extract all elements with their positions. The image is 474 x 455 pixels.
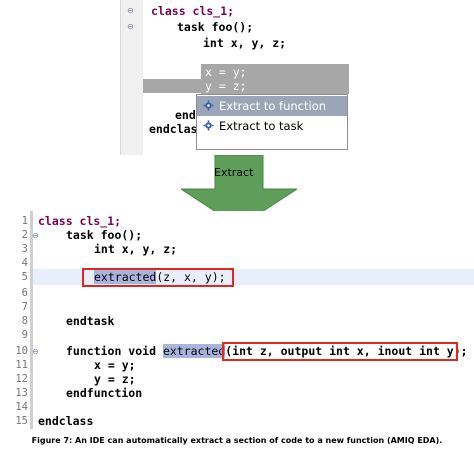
line-number: 15 [15, 415, 28, 427]
line-number: 2 [21, 229, 28, 241]
line-number: 14 [15, 401, 28, 413]
function-signature: (int z, output int x, inout int y); [225, 344, 468, 358]
figure-caption: Figure 7: An IDE can automatically extra… [31, 436, 443, 445]
code-text: class cls_1; [38, 214, 122, 228]
gutter-divider [30, 211, 33, 429]
fold-icon[interactable]: ⊖ [32, 347, 39, 356]
bottom-editor-pane: 1 2 3 4 5 6 7 8 9 10 11 12 13 14 15 ⊖ ⊖ … [10, 211, 474, 429]
code-line: function void extracted(int z, output in… [66, 344, 468, 358]
menu-item-extract-to-function[interactable]: Extract to function [197, 96, 347, 116]
extracted-call-highlight-box [82, 268, 234, 287]
line-number: 11 [15, 359, 28, 371]
line-number: 5 [21, 271, 28, 283]
code-line: class cls_1; [38, 214, 121, 228]
gear-icon [203, 120, 214, 131]
line-number: 3 [21, 243, 28, 255]
selection-highlight [201, 64, 349, 94]
code-text: task foo(); [66, 228, 143, 242]
code-line: int x, y, z; [203, 36, 286, 50]
function-keywords: function void [66, 344, 163, 358]
extracted-function-name[interactable]: extracted [162, 344, 226, 358]
menu-item-label: Extract to task [219, 119, 304, 133]
code-text: class cls_1; [151, 4, 235, 18]
code-line: int x, y, z; [94, 242, 177, 256]
extracted-function-call[interactable]: extracted [94, 270, 157, 284]
line-number: 8 [21, 315, 28, 327]
code-text: int x, y, z; [203, 36, 287, 50]
down-arrow-icon [181, 155, 297, 227]
code-line: task foo(); [177, 20, 253, 34]
signature-highlight-box [222, 342, 458, 361]
code-line: endt [175, 108, 203, 122]
code-line: x = y; [94, 358, 136, 372]
fold-icon[interactable]: ⊖ [32, 231, 39, 240]
line-number: 7 [21, 301, 28, 313]
code-line: task foo(); [66, 228, 142, 242]
refactor-popup-menu: Extract to function Extract to task [196, 94, 348, 150]
code-line: endclas [149, 122, 198, 136]
line-number: 13 [15, 387, 28, 399]
menu-item-label: Extract to function [219, 99, 327, 113]
code-line: endclass [38, 414, 94, 428]
line-number: 10 [15, 345, 28, 357]
code-text: int x, y, z; [94, 242, 178, 256]
gear-icon [203, 100, 214, 111]
code-line: class cls_1; [151, 4, 234, 18]
fold-icon[interactable]: ⊖ [127, 6, 134, 15]
selection-highlight [143, 79, 201, 93]
fold-icon[interactable]: ⊖ [127, 22, 134, 31]
line-number: 1 [21, 215, 28, 227]
code-line: y = z; [94, 372, 136, 386]
line-number: 12 [15, 373, 28, 385]
selected-code-line: y = z; [205, 79, 247, 93]
code-text: task foo(); [177, 20, 254, 34]
menu-item-extract-to-task[interactable]: Extract to task [197, 116, 347, 136]
line-number: 6 [21, 287, 28, 299]
arrow-label: Extract [214, 166, 254, 179]
top-editor-gutter [121, 0, 143, 155]
selected-code-line: x = y; [205, 65, 247, 79]
code-line: extracted(z, x, y); [94, 270, 226, 284]
code-line: endfunction [66, 386, 143, 400]
call-arguments: (z, x, y); [156, 270, 226, 284]
line-number: 4 [21, 257, 28, 269]
code-line: endtask [66, 314, 115, 328]
line-number: 9 [21, 329, 28, 341]
line-number-gutter: 1 2 3 4 5 6 7 8 9 10 11 12 13 14 15 [10, 211, 30, 429]
